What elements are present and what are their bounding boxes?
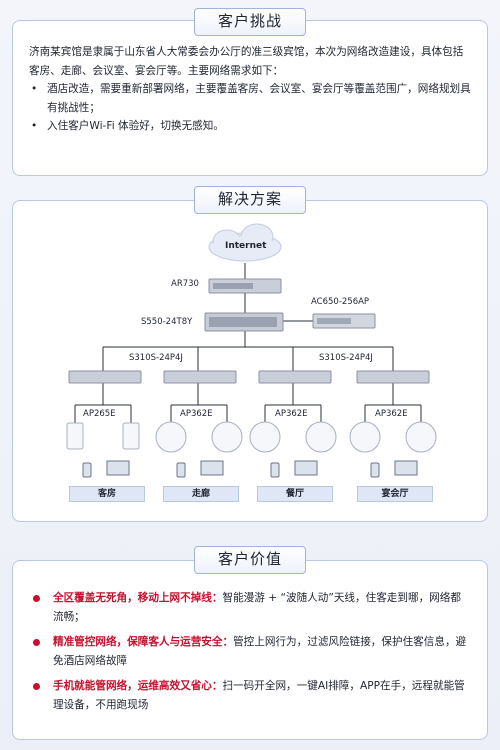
access-controller-icon (312, 313, 376, 329)
ap-label: AP362E (375, 409, 408, 419)
wall-ap-icon (66, 422, 140, 450)
controller-label: AC650-256AP (311, 297, 370, 307)
terminal-devices-icon (82, 460, 418, 478)
zone-tag: 餐厅 (257, 486, 333, 502)
value-title: 客户价值 (194, 546, 306, 574)
core-switch-icon (204, 312, 284, 332)
zone-tag: 客房 (69, 486, 145, 502)
ap-label: AP362E (275, 409, 308, 419)
challenge-body: 济南某宾馆是隶属于山东省人大常委会办公厅的准三级宾馆，本次为网络改造建设，具体包… (29, 43, 471, 136)
internet-label: Internet (225, 241, 267, 251)
challenge-intro: 济南某宾馆是隶属于山东省人大常委会办公厅的准三级宾馆，本次为网络改造建设，具体包… (29, 46, 464, 77)
solution-title: 解决方案 (194, 186, 306, 214)
zone-tag: 走廊 (163, 486, 239, 502)
zone-tag: 宴会厅 (357, 486, 433, 502)
value-highlight: 精准管控网络，保障客人与运营安全： (53, 636, 234, 648)
value-highlight: 手机就能管网络，运维高效又省心： (53, 680, 223, 692)
challenge-section: 济南某宾馆是隶属于山东省人大常委会办公厅的准三级宾馆，本次为网络改造建设，具体包… (12, 20, 488, 176)
router-device-icon (208, 278, 282, 294)
access-switch-label: S310S-24P4J (129, 353, 183, 363)
challenge-bullet: 酒店改造，需要重新部署网络，主要覆盖客房、会议室、宴会厅等覆盖范围广，网络规划具… (29, 80, 471, 117)
value-text: 智能漫游 + “波随人动”天线，住客走到哪，网络都流畅； (53, 592, 461, 623)
ap-label: AP265E (83, 409, 116, 419)
access-switch-label: S310S-24P4J (319, 353, 373, 363)
value-text: 扫一码开全网，一键AI排障，APP在手，远程就能管理设备，不用跑现场 (53, 680, 465, 711)
value-item: 全区覆盖无死角，移动上网不掉线：智能漫游 + “波随人动”天线，住客走到哪，网络… (33, 589, 469, 627)
ap-label: AP362E (180, 409, 213, 419)
value-item: 精准管控网络，保障客人与运营安全：管控上网行为，过滤风险链接，保护住客信息，避免… (33, 633, 469, 671)
access-switch-icon (68, 370, 430, 384)
network-diagram (66, 223, 437, 478)
router-label: AR730 (171, 279, 199, 289)
core-switch-label: S550-24T8Y (141, 317, 193, 327)
value-highlight: 全区覆盖无死角，移动上网不掉线： (53, 592, 223, 604)
solution-section: Internet AR730 S550-24T8Y AC650-256AP S3… (12, 200, 488, 522)
value-text: 管控上网行为，过滤风险链接，保护住客信息，避免酒店网络故障 (53, 636, 467, 667)
value-section: 全区覆盖无死角，移动上网不掉线：智能漫游 + “波随人动”天线，住客走到哪，网络… (12, 560, 488, 740)
internet-cloud-icon (208, 223, 282, 262)
value-item: 手机就能管网络，运维高效又省心：扫一码开全网，一键AI排障，APP在手，远程就能… (33, 677, 469, 715)
network-links (74, 263, 422, 423)
challenge-title: 客户挑战 (194, 8, 306, 36)
value-body: 全区覆盖无死角，移动上网不掉线：智能漫游 + “波随人动”天线，住客走到哪，网络… (33, 589, 469, 721)
challenge-bullet: 入住客户Wi-Fi 体验好，切换无感知。 (29, 117, 471, 136)
ceiling-ap-icon (155, 421, 437, 453)
